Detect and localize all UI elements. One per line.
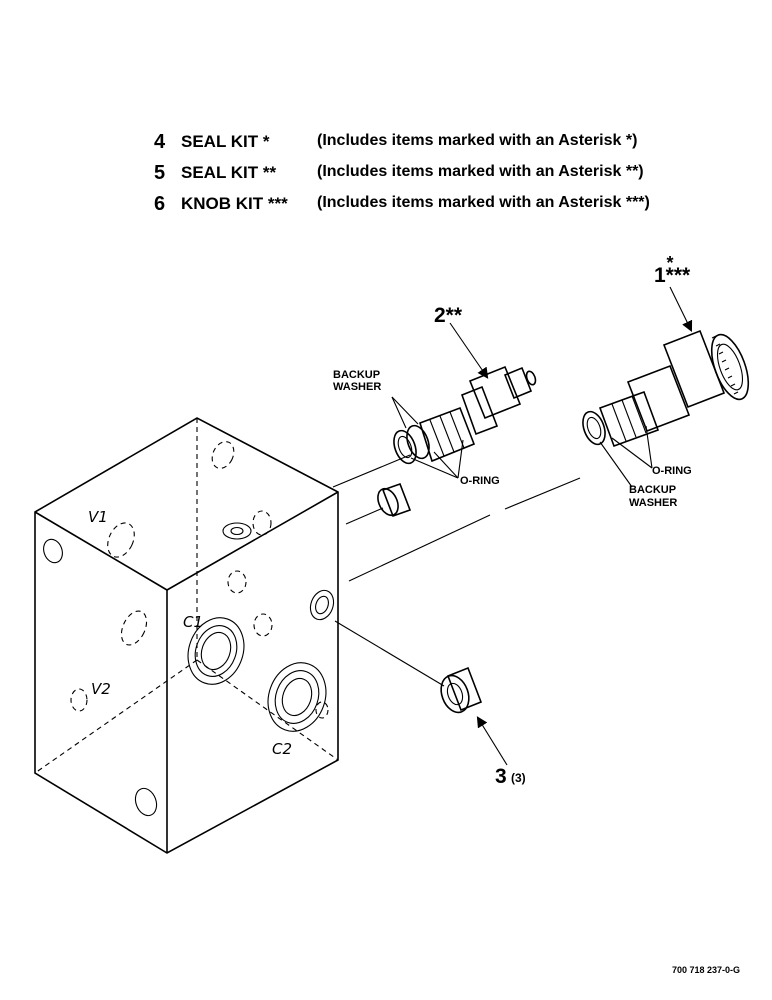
kit-name: KNOB KIT ***	[181, 194, 288, 213]
assembly-centerlines	[332, 454, 581, 687]
valve-cartridge-item-2	[393, 365, 537, 465]
valve-cartridge-item-1	[582, 329, 750, 448]
port-label-c1: C1	[183, 613, 203, 631]
label-o-ring-left: O-RING	[460, 475, 500, 487]
kit-name: SEAL KIT **	[181, 163, 277, 182]
port-label-v1: V1	[88, 508, 108, 526]
leader-lines	[391, 286, 693, 766]
kit-number: 5	[154, 162, 166, 184]
figure-number: 700 718 237-0-G	[672, 965, 740, 975]
valve-block	[34, 417, 339, 854]
kit-row: 6 KNOB KIT *** (Includes items marked wi…	[150, 193, 750, 225]
kit-row: 4 SEAL KIT * (Includes items marked with…	[150, 131, 750, 163]
kit-row: 5 SEAL KIT ** (Includes items marked wit…	[150, 162, 750, 194]
label-backup-washer-right: BACKUP	[629, 484, 676, 496]
kit-description: (Includes items marked with an Asterisk …	[317, 194, 650, 211]
kit-description: (Includes items marked with an Asterisk …	[317, 163, 644, 180]
callout-item-1: 1***	[654, 264, 691, 287]
plug-item-3	[440, 666, 483, 714]
callout-item-3-quantity: (3)	[511, 771, 526, 785]
label-backup-washer-left: BACKUP	[333, 369, 380, 381]
kit-number: 6	[154, 193, 166, 215]
label-backup-washer-right: WASHER	[629, 497, 677, 509]
kit-number: 4	[154, 131, 166, 153]
port-label-c2: C2	[272, 740, 292, 758]
label-o-ring-right: O-RING	[652, 465, 692, 477]
kit-list: 4 SEAL KIT * (Includes items marked with…	[150, 131, 750, 225]
callout-item-1-star: *	[666, 253, 673, 273]
callout-item-2: 2**	[434, 304, 463, 327]
port-label-v2: V2	[91, 680, 111, 698]
kit-description: (Includes items marked with an Asterisk …	[317, 132, 638, 149]
callout-item-3: 3	[495, 765, 507, 788]
label-backup-washer-left: WASHER	[333, 381, 381, 393]
kit-name: SEAL KIT *	[181, 132, 270, 151]
plug-small	[377, 482, 412, 518]
